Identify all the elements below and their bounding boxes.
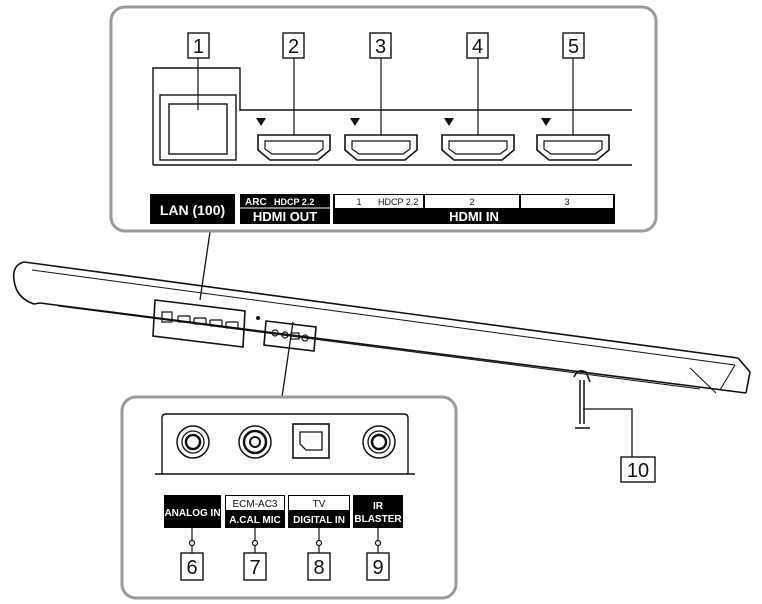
- svg-text:TV: TV: [313, 499, 326, 510]
- tv-digital-in-label: TV DIGITAL IN: [288, 495, 350, 528]
- svg-text:3: 3: [375, 36, 386, 58]
- callout-2: 2: [282, 32, 305, 59]
- callout-7: 7: [243, 552, 267, 581]
- svg-text:10: 10: [627, 460, 649, 482]
- svg-text:2: 2: [469, 197, 474, 207]
- callout-10: 10: [620, 456, 656, 483]
- soundbar-body: [12, 261, 751, 394]
- callout-6: 6: [180, 552, 204, 581]
- svg-text:9: 9: [372, 557, 383, 579]
- svg-text:2: 2: [288, 36, 299, 58]
- svg-text:IR: IR: [373, 501, 384, 512]
- callout-9: 9: [366, 552, 390, 581]
- svg-text:DIGITAL IN: DIGITAL IN: [293, 515, 345, 526]
- ecm-mic-label: ECM-AC3 A.CAL MIC: [225, 495, 285, 528]
- hdmi-out-port: [256, 118, 331, 161]
- svg-text:ANALOG IN: ANALOG IN: [164, 508, 220, 519]
- svg-text:5: 5: [568, 36, 579, 58]
- svg-text:ARC: ARC: [245, 197, 267, 208]
- svg-text:HDCP 2.2: HDCP 2.2: [378, 197, 418, 207]
- svg-text:A.CAL MIC: A.CAL MIC: [229, 515, 280, 526]
- svg-text:HDMI IN: HDMI IN: [449, 209, 499, 224]
- analog-in-jack: [176, 425, 210, 459]
- callout-8: 8: [307, 552, 331, 581]
- svg-text:1: 1: [193, 36, 204, 58]
- svg-text:HDMI OUT: HDMI OUT: [253, 209, 317, 224]
- hdmi-out-label: ARC HDCP 2.2 HDMI OUT: [240, 194, 330, 224]
- svg-text:8: 8: [313, 557, 324, 579]
- callout-4: 4: [466, 32, 489, 59]
- ecm-mic-jack: [238, 425, 272, 459]
- callout-1: 1: [187, 32, 210, 59]
- callout-5: 5: [562, 32, 585, 59]
- bottom-zoom-panel: ANALOG IN ECM-AC3 A.CAL MIC TV DIGITAL I…: [120, 395, 458, 600]
- ir-blaster-jack: [362, 425, 396, 459]
- svg-text:BLASTER: BLASTER: [354, 514, 402, 525]
- hdmi-in-port-2: [441, 118, 515, 161]
- callout-3: 3: [369, 32, 392, 59]
- hdmi-in-port-3: [536, 118, 610, 161]
- svg-text:1: 1: [356, 197, 361, 207]
- svg-text:6: 6: [186, 557, 197, 579]
- lan-label: LAN (100): [150, 194, 235, 224]
- bar-audio-ports: [263, 320, 317, 352]
- hdmi-in-port-1: [344, 118, 418, 161]
- hdmi-in-label: 1 HDCP 2.2 2 3 HDMI IN: [333, 194, 615, 224]
- optical-digital-in-jack: [292, 423, 330, 459]
- bar-hdmi-ports: [152, 299, 246, 348]
- svg-text:ECM-AC3: ECM-AC3: [232, 499, 277, 510]
- svg-text:4: 4: [472, 36, 483, 58]
- svg-text:LAN (100): LAN (100): [160, 202, 225, 218]
- ir-blaster-label: IR BLASTER: [353, 495, 403, 528]
- leader-lines: [199, 231, 633, 457]
- top-zoom-panel: 1 2 3 4 5 LAN (100) ARC HDCP 2.2: [109, 5, 658, 233]
- ir-blaster-cable: [573, 370, 591, 429]
- svg-text:7: 7: [249, 557, 260, 579]
- svg-text:3: 3: [564, 197, 569, 207]
- analog-in-label: ANALOG IN: [164, 495, 221, 528]
- svg-text:HDCP 2.2: HDCP 2.2: [274, 197, 314, 207]
